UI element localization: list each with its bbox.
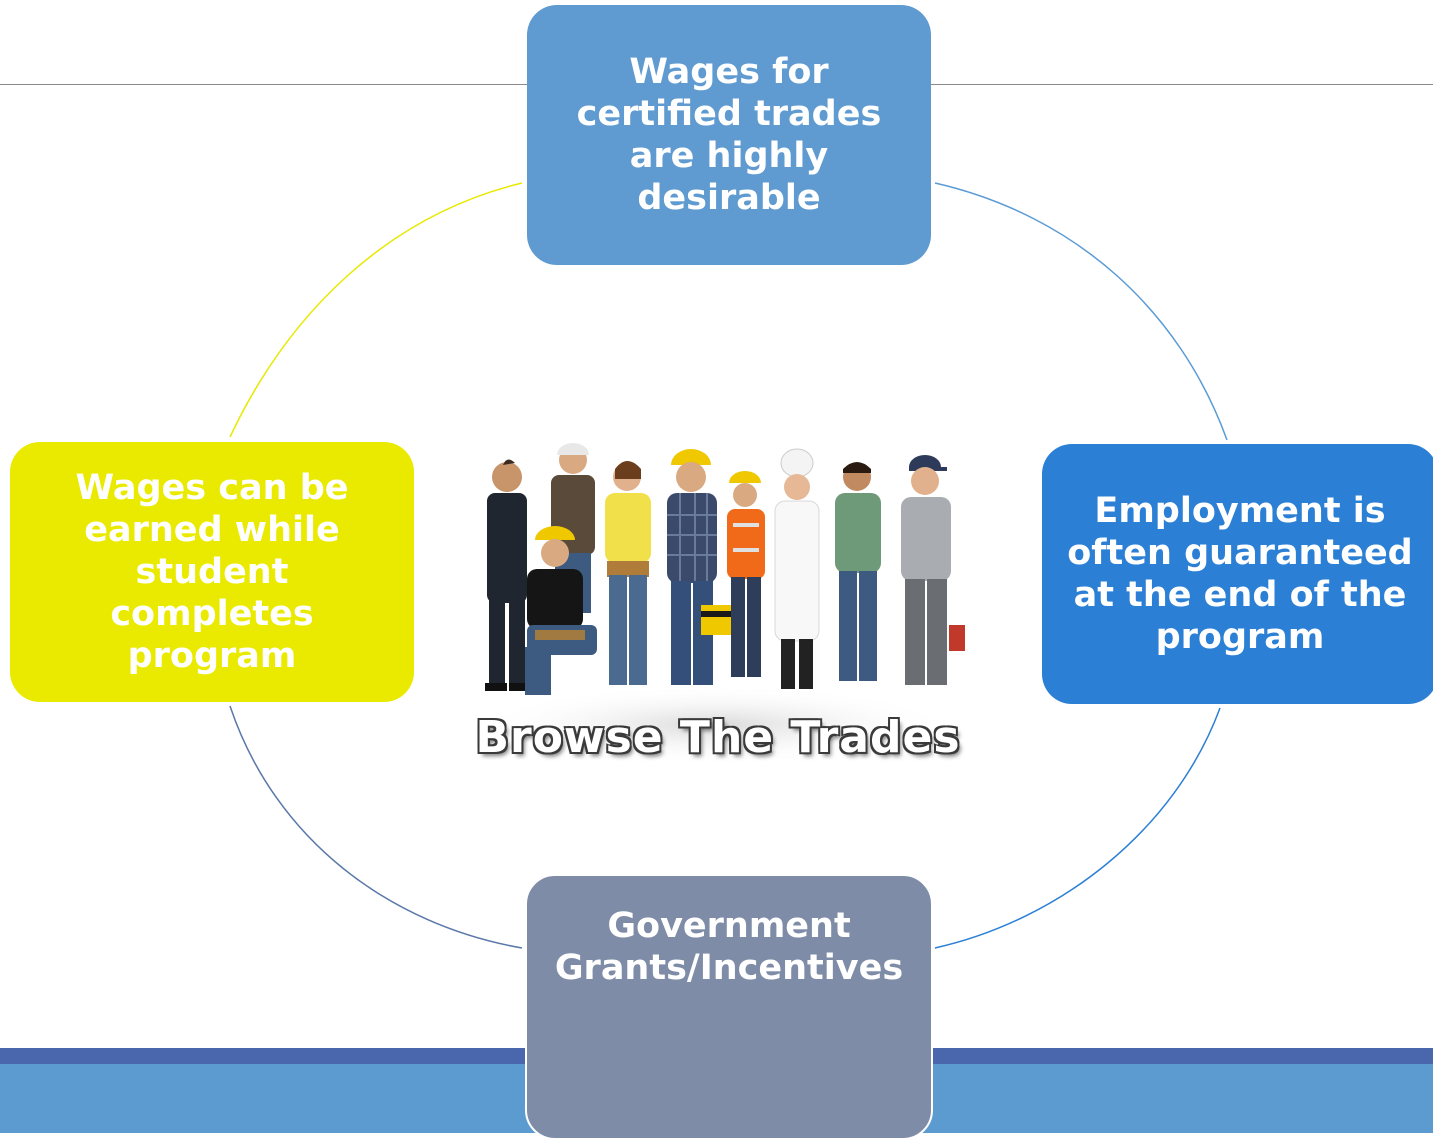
worker-figure [605,461,651,685]
box-right-line: Employment is [1094,491,1386,531]
trade-workers-illustration-icon [475,443,965,765]
box-top-line: are highly [629,136,829,176]
box-left-line: student completes [110,552,314,634]
arc-right-to-bottom [934,707,1221,949]
box-top-line: certified trades [576,94,882,134]
arc-bottom-to-left [229,705,523,949]
box-wages-earned-while-student: Wages can be earned while student comple… [10,442,414,702]
worker-figure [901,455,965,685]
worker-figure [485,459,531,691]
box-top-line: desirable [637,178,821,218]
box-bottom-line: Grants/Incentives [554,948,904,988]
box-right-line: at the end of the [1073,575,1407,615]
box-right-line: often guaranteed [1067,533,1413,573]
box-left-line: Wages can be [75,468,349,508]
worker-figure [525,526,597,695]
center-image-caption: Browse The Trades [475,712,961,763]
box-left-line: earned while [84,510,340,550]
worker-figure [835,462,881,681]
box-employment-guaranteed: Employment is often guaranteed at the en… [1042,444,1433,704]
box-top-line: Wages for [629,52,829,92]
box-left-line: program [127,636,297,676]
box-right-line: program [1155,617,1325,657]
box-government-grants: Government Grants/Incentives [525,874,933,1140]
header-rule-right [931,84,1433,85]
box-bottom-line: Government [607,906,851,946]
arc-left-to-top [229,182,523,438]
arc-top-to-right [934,182,1228,441]
box-wages-certified-trades: Wages for certified trades are highly de… [527,5,931,265]
worker-figure [774,448,820,689]
header-rule-left [0,84,527,85]
worker-figure [727,471,765,677]
